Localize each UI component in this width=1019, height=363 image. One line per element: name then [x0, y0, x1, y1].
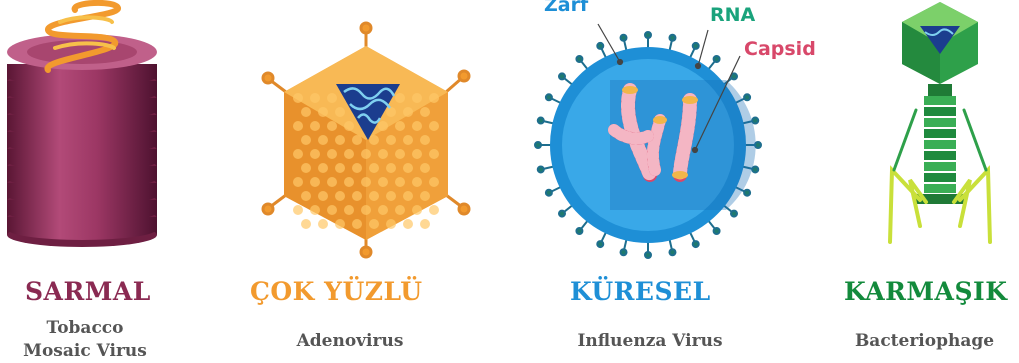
callout-zarf: Zarf	[544, 0, 588, 16]
panel-subtitle-line-1: Adenovirus	[250, 330, 450, 352]
panel-subtitle-line-1: Influenza Virus	[540, 330, 760, 352]
callout-rna: RNA	[710, 4, 755, 26]
polyhedral-virus-icon	[240, 0, 480, 270]
panel-subtitle-line-1: Tobacco	[0, 317, 170, 339]
panel-spherical: Zarf RNA Capsid KÜRESEL Influenza Virus	[530, 0, 780, 363]
helical-virus-icon	[0, 0, 200, 270]
panel-title: KARMAŞIK	[844, 277, 1007, 306]
panel-complex: KARMAŞIK Bacteriophage	[830, 0, 1019, 363]
panel-title: SARMAL	[25, 277, 151, 306]
panel-title: KÜRESEL	[570, 277, 711, 306]
panel-title: ÇOK YÜZLÜ	[250, 277, 423, 306]
panel-subtitle-line-1: Bacteriophage	[830, 330, 1019, 352]
panel-polyhedral: ÇOK YÜZLÜ Adenovirus	[240, 0, 480, 363]
panel-helical: SARMAL Tobacco Mosaic Virus	[0, 0, 200, 363]
bacteriophage-icon	[830, 0, 1019, 270]
callout-capsid: Capsid	[744, 38, 816, 60]
spherical-virus-icon	[530, 0, 780, 270]
panel-subtitle-line-2: Mosaic Virus	[0, 340, 170, 362]
